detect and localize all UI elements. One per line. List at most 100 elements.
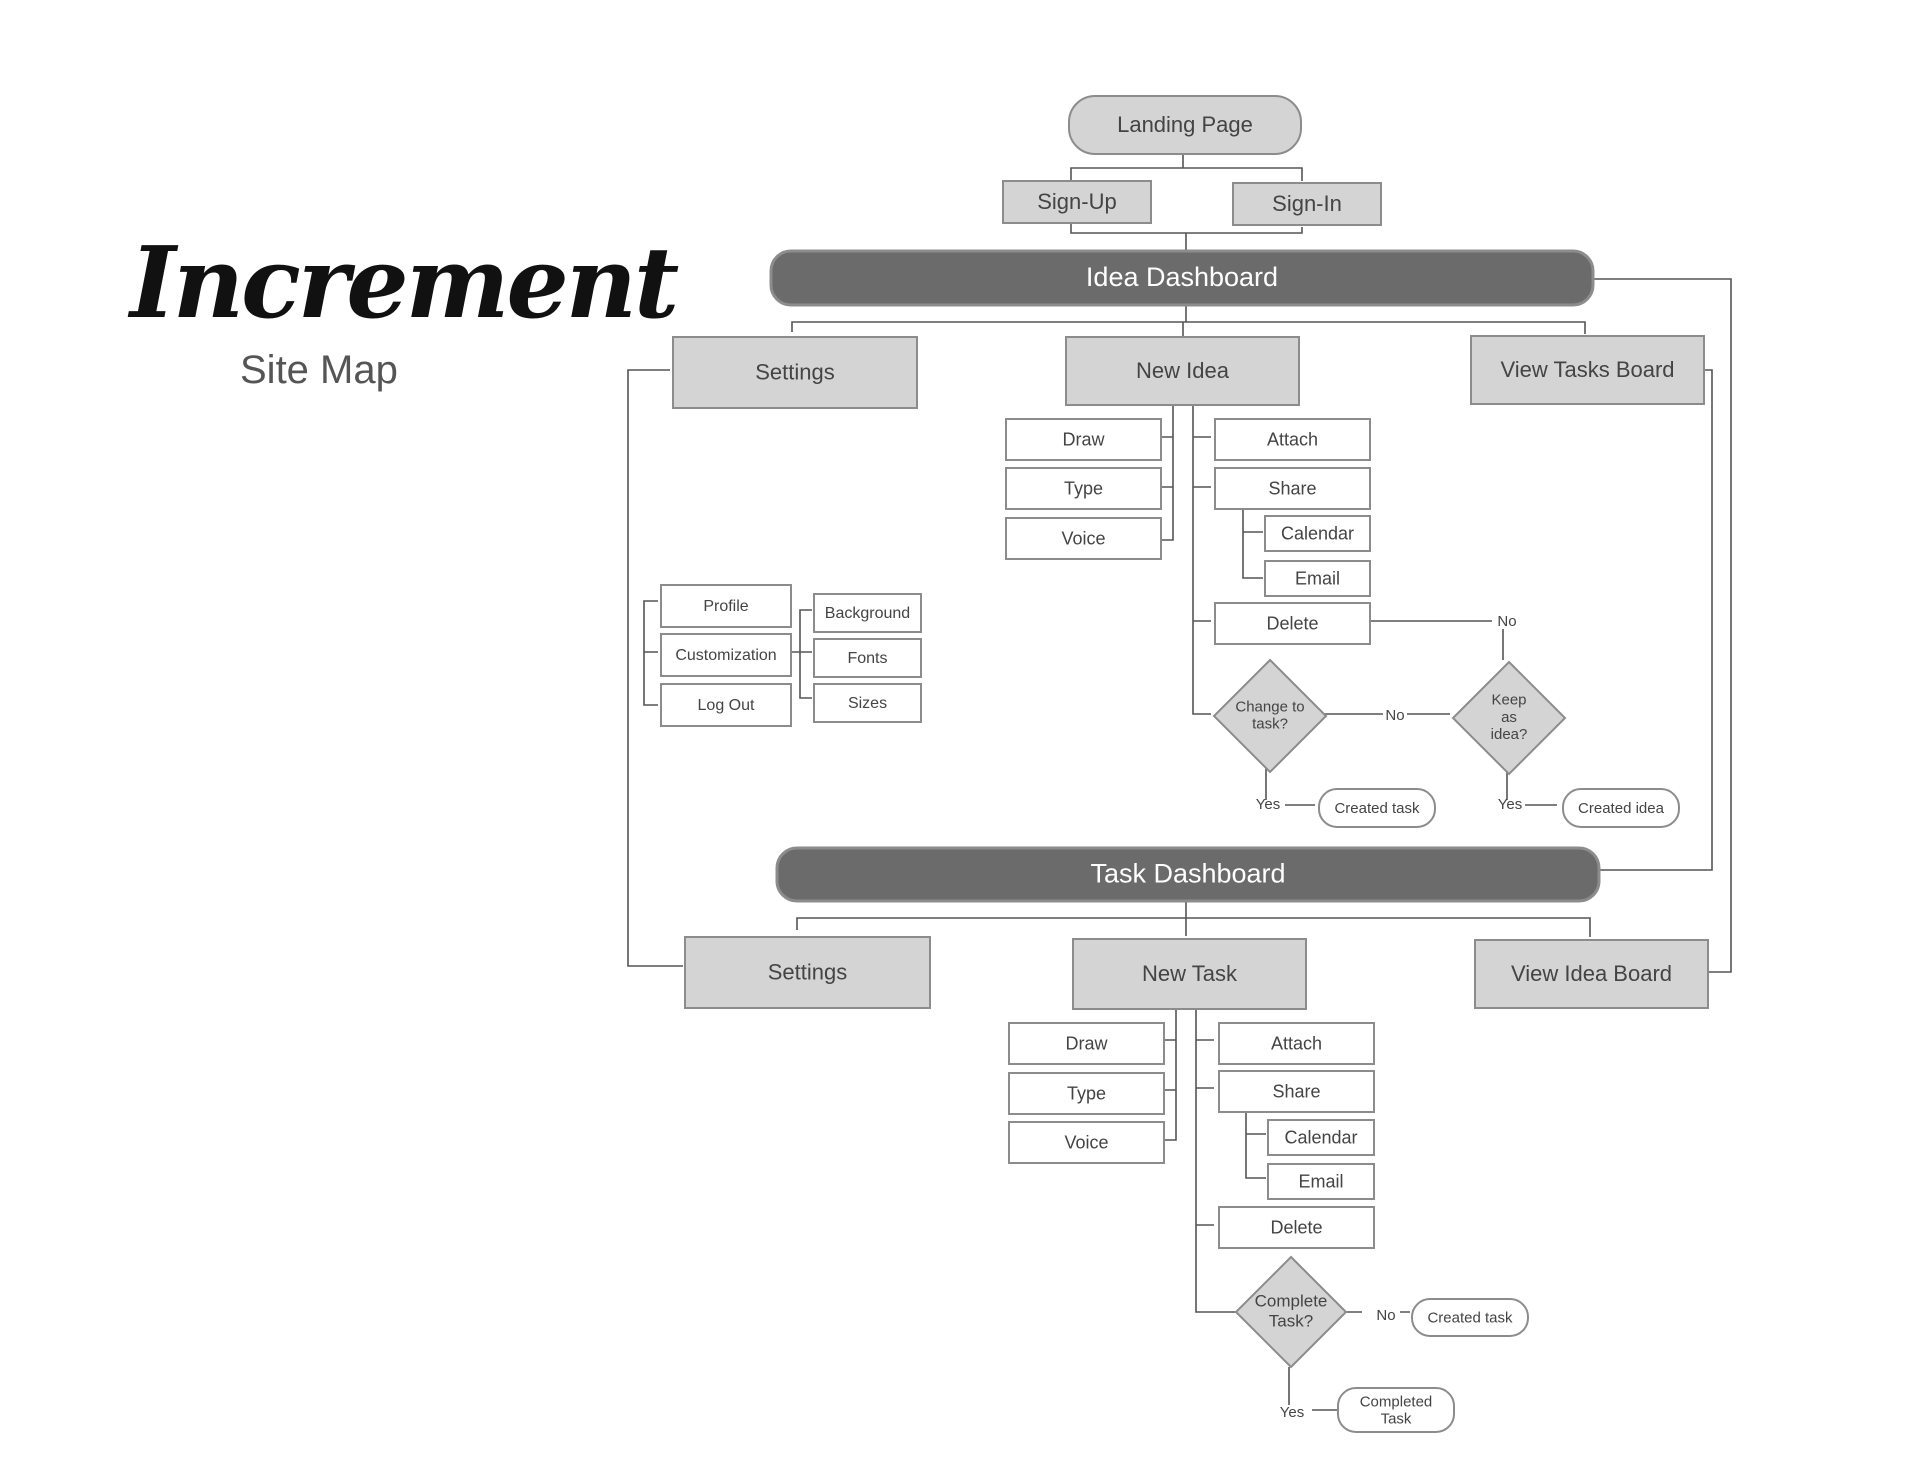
idea-calendar-box <box>1264 515 1371 552</box>
task-attach-label: Attach <box>1271 1033 1322 1053</box>
landing-label: Landing Page <box>1117 112 1253 137</box>
created-idea-box <box>1562 788 1680 828</box>
idea-dashboard-box <box>769 249 1595 307</box>
created-idea-label: Created idea <box>1578 800 1665 817</box>
change-to-task-label: task? <box>1252 716 1288 733</box>
view-idea-board-label: View Idea Board <box>1511 961 1672 986</box>
new-idea-box <box>1065 336 1300 406</box>
view-tasks-board-label: View Tasks Board <box>1500 357 1674 382</box>
profile-label: Profile <box>703 598 748 615</box>
idea-type-label: Type <box>1064 478 1103 498</box>
signup-label: Sign-Up <box>1037 189 1116 214</box>
idea-type-box <box>1005 467 1162 510</box>
keep-as-idea-label: as <box>1501 709 1517 726</box>
connector-line <box>1242 505 1263 579</box>
signin-label: Sign-In <box>1272 191 1342 216</box>
connector-line <box>1192 399 1211 715</box>
task-delete-label: Delete <box>1270 1217 1322 1237</box>
task-calendar-box <box>1267 1119 1375 1156</box>
complete-task-label: Complete <box>1255 1292 1328 1311</box>
task-type-label: Type <box>1067 1083 1106 1103</box>
background-label: Background <box>825 605 910 622</box>
edge-label-no-change: No <box>1385 707 1404 724</box>
idea-draw-label: Draw <box>1062 429 1105 449</box>
connector-line <box>627 369 683 967</box>
fonts-box <box>813 638 922 678</box>
change-to-task-decision <box>1212 658 1328 774</box>
idea-share-box <box>1214 467 1371 510</box>
new-task-label: New Task <box>1142 961 1238 986</box>
task-voice-label: Voice <box>1064 1132 1108 1152</box>
idea-share-label: Share <box>1268 478 1316 498</box>
task-settings-label: Settings <box>768 959 848 984</box>
fonts-label: Fonts <box>847 650 887 667</box>
connector-line <box>1592 278 1732 973</box>
view-tasks-board-box <box>1470 335 1705 405</box>
increment-logo: Increment <box>130 226 679 341</box>
created-task-2-box <box>1411 1298 1529 1337</box>
connector-line <box>1288 1367 1337 1411</box>
connector-line <box>1245 1110 1266 1179</box>
profile-box <box>660 584 792 628</box>
customization-label: Customization <box>675 647 776 664</box>
sizes-box <box>813 683 922 723</box>
task-email-box <box>1267 1163 1375 1200</box>
idea-email-box <box>1264 560 1371 597</box>
task-delete-box <box>1218 1206 1375 1249</box>
task-email-label: Email <box>1298 1171 1343 1191</box>
task-calendar-label: Calendar <box>1284 1127 1357 1147</box>
keep-as-idea-decision <box>1451 660 1567 776</box>
completed-task-label: Completed <box>1360 1393 1433 1410</box>
task-share-box <box>1218 1070 1375 1113</box>
idea-delete-box <box>1214 602 1371 645</box>
task-draw-box <box>1008 1022 1165 1065</box>
signup-box <box>1002 180 1152 224</box>
completed-task-box <box>1337 1387 1455 1433</box>
signin-box <box>1232 182 1382 226</box>
new-idea-label: New Idea <box>1136 358 1230 383</box>
task-draw-label: Draw <box>1065 1033 1108 1053</box>
task-voice-box <box>1008 1121 1165 1164</box>
idea-settings-label: Settings <box>755 359 835 384</box>
landing-box <box>1068 95 1302 155</box>
created-task-1-box <box>1318 788 1436 828</box>
idea-draw-box <box>1005 418 1162 461</box>
connector-line <box>791 305 1586 336</box>
idea-settings-box <box>672 336 918 409</box>
idea-attach-box <box>1214 418 1371 461</box>
new-task-box <box>1072 938 1307 1010</box>
site-map-subtitle: Site Map <box>240 348 398 392</box>
customization-box <box>660 633 792 677</box>
task-share-label: Share <box>1272 1081 1320 1101</box>
edge-label-no-delete: No <box>1497 613 1516 630</box>
edge-label-yes-complete: Yes <box>1280 1404 1304 1421</box>
task-attach-box <box>1218 1022 1375 1065</box>
connector-line <box>788 609 812 699</box>
complete-task-decision <box>1234 1255 1348 1369</box>
created-task-2-label: Created task <box>1427 1309 1513 1326</box>
idea-delete-label: Delete <box>1266 613 1318 633</box>
keep-as-idea-label: Keep <box>1491 692 1526 709</box>
connector-line <box>1195 1005 1236 1313</box>
task-dashboard-label: Task Dashboard <box>1090 859 1285 889</box>
task-settings-box <box>684 936 931 1009</box>
completed-task-label: Task <box>1381 1411 1412 1428</box>
edge-label-yes-keep: Yes <box>1498 796 1522 813</box>
idea-voice-box <box>1005 517 1162 560</box>
view-idea-board-box <box>1474 939 1709 1009</box>
edge-label-no-complete: No <box>1376 1307 1395 1324</box>
idea-dashboard-label: Idea Dashboard <box>1086 262 1278 292</box>
idea-attach-label: Attach <box>1267 429 1318 449</box>
complete-task-label: Task? <box>1269 1311 1313 1330</box>
sizes-label: Sizes <box>848 695 887 712</box>
idea-calendar-label: Calendar <box>1281 523 1354 543</box>
connector-line <box>1070 223 1303 250</box>
background-box <box>813 593 922 633</box>
logout-box <box>660 683 792 727</box>
task-type-box <box>1008 1072 1165 1115</box>
connector-line <box>1070 155 1303 183</box>
connector-line <box>1366 620 1504 660</box>
connector-line <box>796 901 1591 937</box>
